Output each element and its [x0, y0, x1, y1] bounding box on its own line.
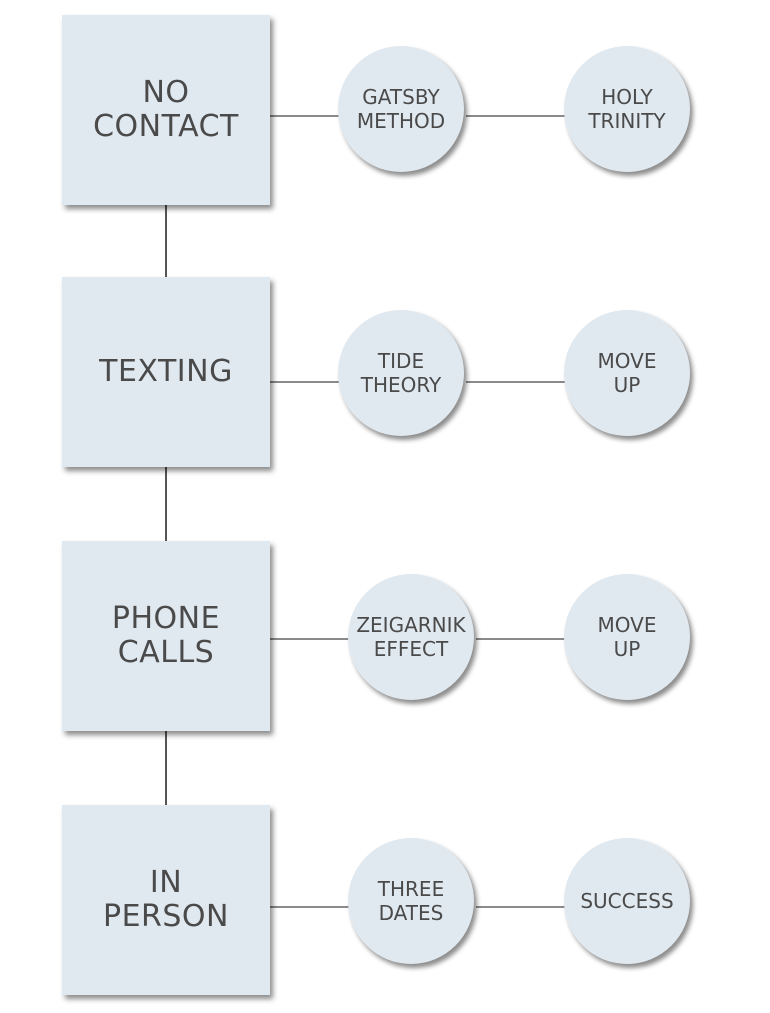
circle-label: MOVE UP — [597, 349, 657, 397]
connector-row-4-box-to-first — [270, 906, 350, 908]
circle-move-up-row-2: MOVE UP — [564, 310, 690, 436]
connector-row-3-box-to-first — [270, 638, 350, 640]
circle-label: GATSBY METHOD — [356, 85, 446, 133]
circle-gatsby-method: GATSBY METHOD — [338, 46, 464, 172]
connector-no-contact-to-texting — [165, 205, 167, 277]
connector-texting-to-phone-calls — [165, 467, 167, 541]
circle-label: THREE DATES — [377, 877, 445, 925]
stage-label: PHONE CALLS — [111, 601, 221, 670]
stage-box-texting: TEXTING — [62, 277, 270, 467]
connector-row-4-first-to-second — [476, 906, 566, 908]
stage-box-no-contact: NO CONTACT — [62, 15, 270, 205]
circle-label: HOLY TRINITY — [588, 85, 666, 133]
stage-box-in-person: IN PERSON — [62, 805, 270, 995]
circle-label: ZEIGARNIK EFFECT — [356, 613, 466, 661]
circle-success: SUCCESS — [564, 838, 690, 964]
connector-row-2-first-to-second — [466, 381, 566, 383]
stage-box-phone-calls: PHONE CALLS — [62, 541, 270, 731]
circle-move-up-row-3: MOVE UP — [564, 574, 690, 700]
circle-label: TIDE THEORY — [360, 349, 442, 397]
connector-phone-calls-to-in-person — [165, 730, 167, 805]
stage-label: NO CONTACT — [93, 75, 239, 144]
circle-holy-trinity: HOLY TRINITY — [564, 46, 690, 172]
connector-row-1-first-to-second — [466, 115, 566, 117]
stage-label: TEXTING — [99, 354, 233, 389]
circle-label: MOVE UP — [597, 613, 657, 661]
stage-label: IN PERSON — [103, 865, 229, 934]
connector-row-2-box-to-first — [270, 381, 340, 383]
circle-label: SUCCESS — [580, 889, 674, 913]
circle-tide-theory: TIDE THEORY — [338, 310, 464, 436]
connector-row-3-first-to-second — [476, 638, 566, 640]
circle-zeigarnik-effect: ZEIGARNIK EFFECT — [348, 574, 474, 700]
circle-three-dates: THREE DATES — [348, 838, 474, 964]
connector-row-1-box-to-first — [270, 115, 340, 117]
